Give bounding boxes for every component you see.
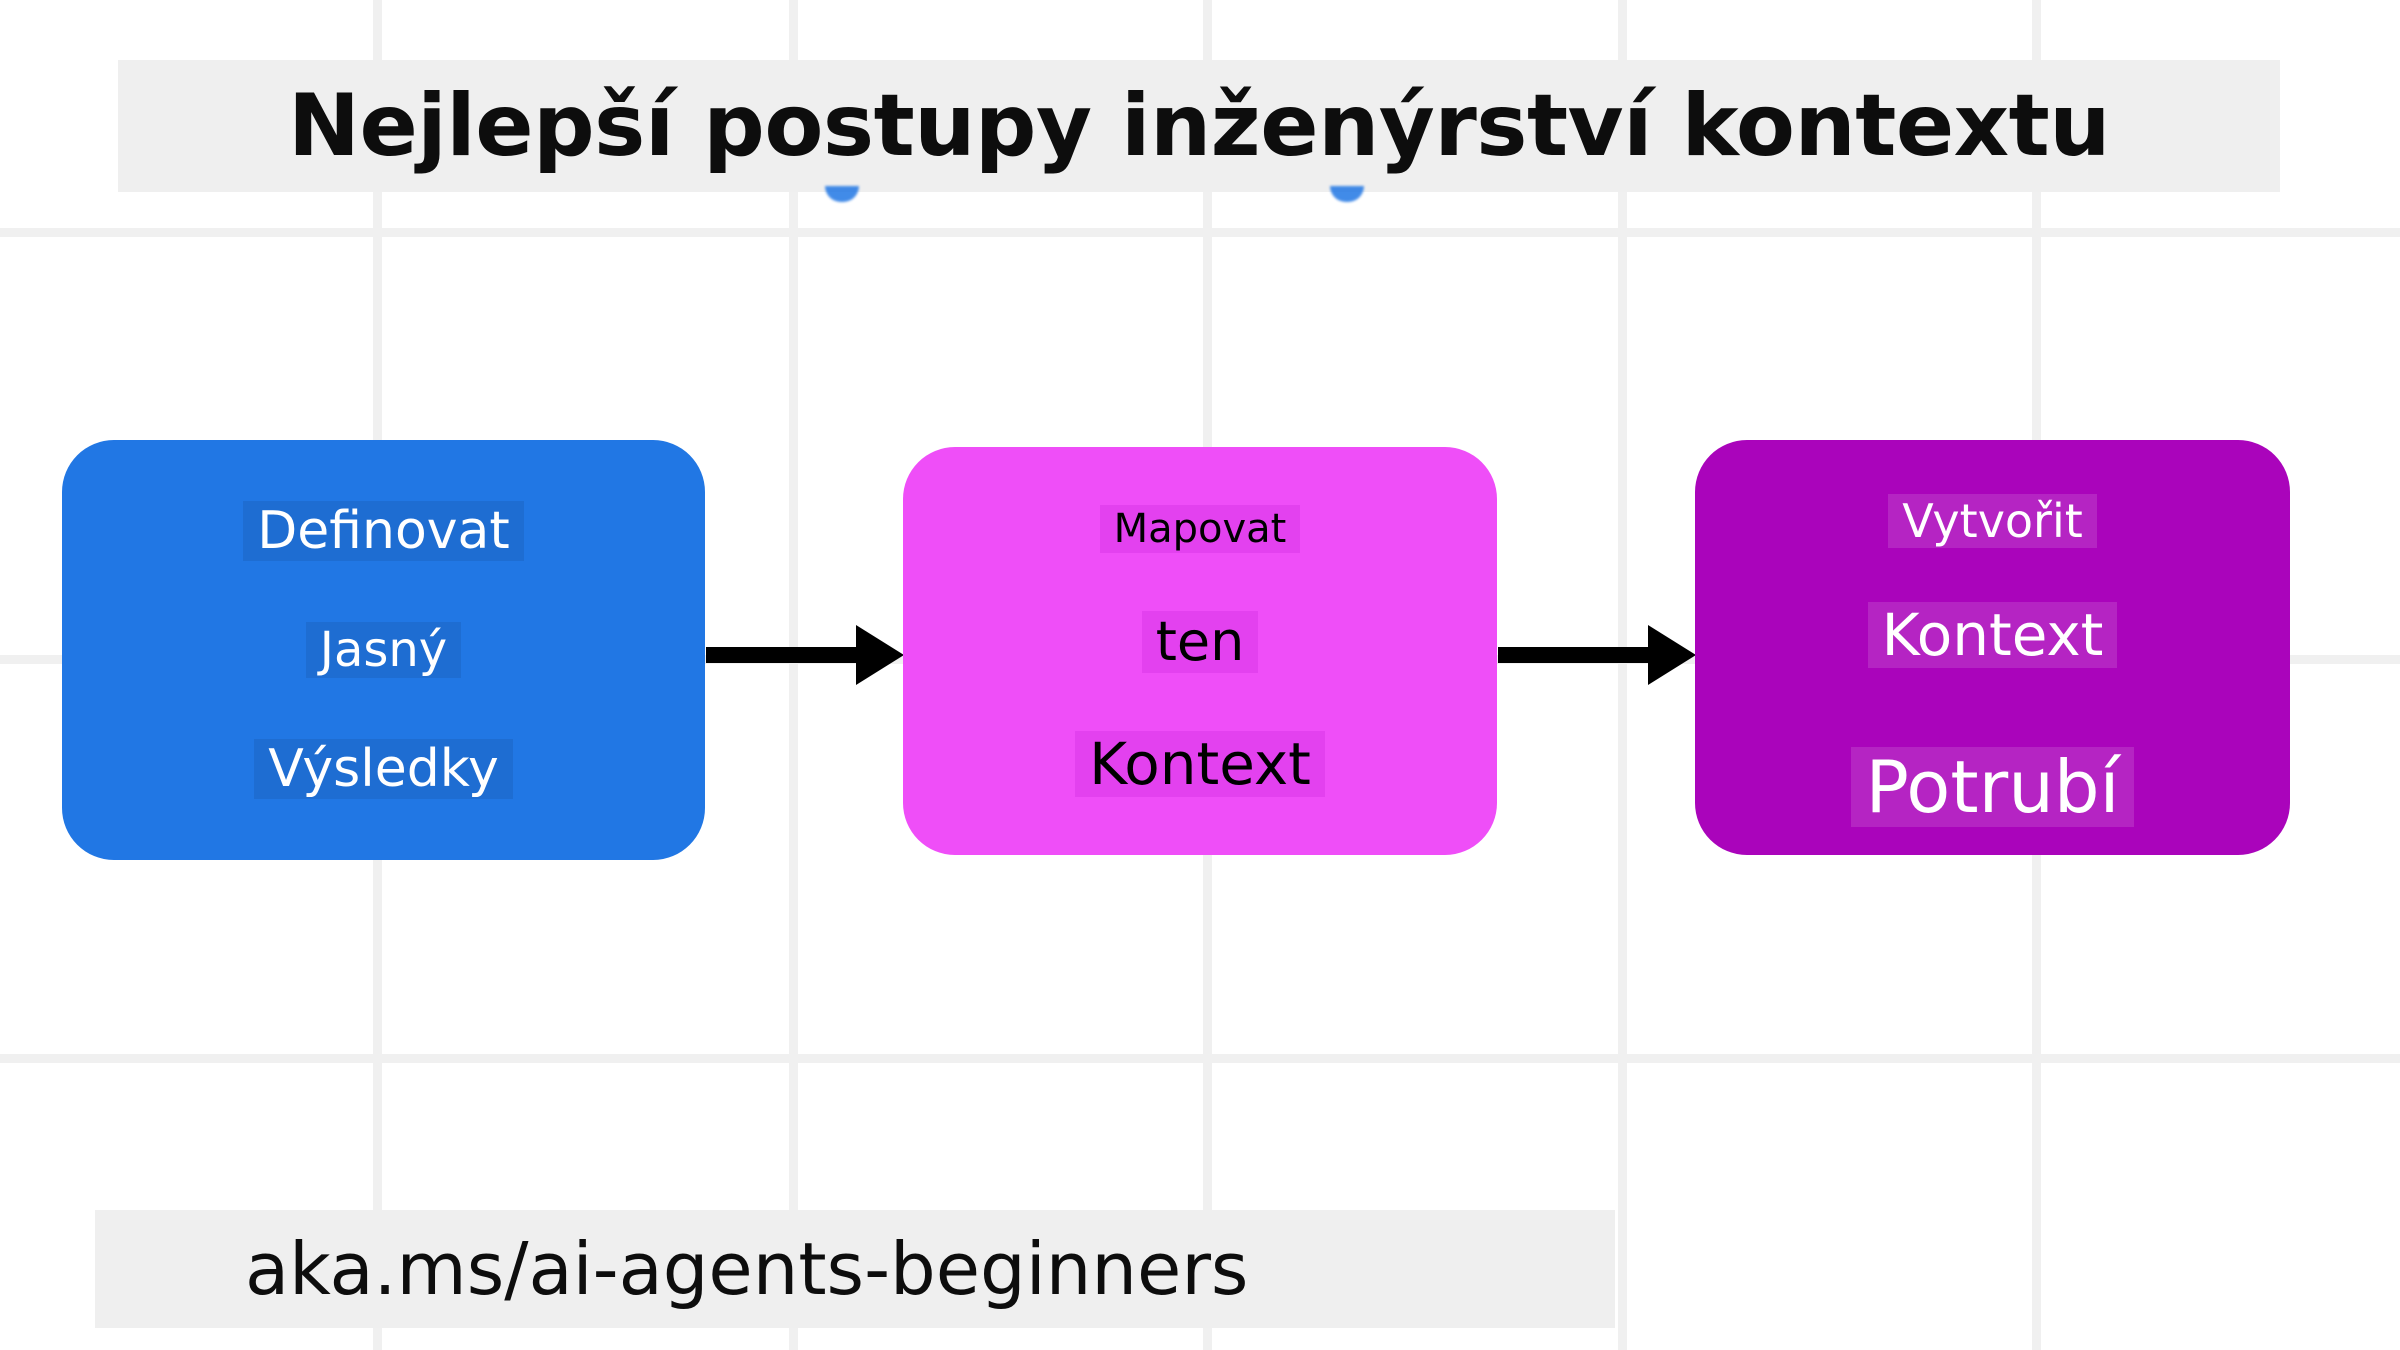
gridline-vertical: [1618, 0, 1627, 1350]
gridline-horizontal: [0, 228, 2400, 237]
arrow-right-icon: [1498, 625, 1696, 685]
gridline-horizontal: [0, 1054, 2400, 1063]
footer-background: [95, 1210, 1615, 1328]
page-title-background: [118, 60, 2280, 192]
flow-step-build-line-3: Potrubí: [1851, 747, 2134, 828]
flow-step-map[interactable]: Mapovat ten Kontext: [903, 447, 1497, 855]
arrow-head: [856, 625, 904, 685]
gridline-vertical: [789, 0, 798, 1350]
arrow-right-icon: [706, 625, 904, 685]
flow-step-define-line-3: Výsledky: [254, 739, 513, 799]
flow-step-define[interactable]: Definovat Jasný Výsledky: [62, 440, 705, 860]
flow-step-define-line-1: Definovat: [243, 501, 524, 561]
flow-step-build-line-1: Vytvořit: [1888, 493, 2097, 548]
footer-link[interactable]: aka.ms/ai-agents-beginners: [245, 1227, 1249, 1311]
arrow-head: [1648, 625, 1696, 685]
flow-step-map-line-1: Mapovat: [1099, 505, 1301, 553]
arrow-shaft: [1498, 647, 1650, 663]
flow-step-map-line-2: ten: [1141, 611, 1259, 673]
flow-step-build[interactable]: Vytvořit Kontext Potrubí: [1695, 440, 2290, 855]
title-render-artifact: [1330, 186, 1364, 202]
flow-step-build-line-2: Kontext: [1867, 601, 2118, 668]
title-render-artifact: [825, 186, 859, 202]
flow-step-define-line-2: Jasný: [305, 622, 462, 678]
arrow-shaft: [706, 647, 858, 663]
flow-step-map-line-3: Kontext: [1075, 731, 1325, 797]
page-title: Nejlepší postupy inženýrství kontextu: [288, 76, 2110, 176]
